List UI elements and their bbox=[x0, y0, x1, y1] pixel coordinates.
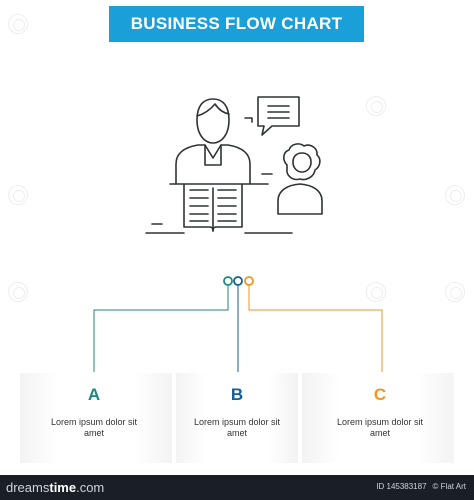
connector-dot-c bbox=[244, 276, 254, 286]
connector-dot-b bbox=[233, 276, 243, 286]
speech-bubble-icon bbox=[244, 96, 300, 136]
footer-id: ID 145383187 © Flat Art bbox=[376, 482, 466, 491]
flow-connector bbox=[93, 276, 383, 372]
watermark-icon bbox=[366, 282, 386, 302]
chart-title: BUSINESS FLOW CHART bbox=[130, 14, 343, 33]
watermark-icon bbox=[8, 282, 28, 302]
step-panel-a bbox=[20, 373, 172, 463]
desk bbox=[145, 173, 293, 234]
watermark-icon bbox=[445, 282, 465, 302]
connector-a bbox=[93, 285, 229, 372]
logo-light: dreams bbox=[6, 480, 50, 495]
image-id: ID 145383187 bbox=[376, 482, 427, 491]
teacher-figure bbox=[175, 98, 251, 185]
step-b-text: Lorem ipsum dolor sit amet bbox=[193, 417, 281, 438]
title-banner: BUSINESS FLOW CHART bbox=[109, 6, 364, 42]
watermark-icon bbox=[366, 96, 386, 116]
student-figure bbox=[277, 143, 323, 215]
step-a-text: Lorem ipsum dolor sit amet bbox=[50, 417, 138, 438]
teacher-student-chat-icon bbox=[145, 96, 323, 234]
credit: © Flat Art bbox=[432, 482, 466, 491]
footer-bar: dreamstime.com ID 145383187 © Flat Art bbox=[0, 475, 474, 500]
connector-dot-a bbox=[223, 276, 233, 286]
step-panel-b bbox=[176, 373, 298, 463]
watermark-icon bbox=[445, 185, 465, 205]
logo-bold: time bbox=[49, 480, 77, 495]
step-c-letter: C bbox=[373, 385, 387, 404]
step-panel-c bbox=[302, 373, 454, 463]
watermark-icon bbox=[8, 185, 28, 205]
watermark-icon bbox=[8, 14, 28, 34]
step-a-letter: A bbox=[87, 385, 101, 404]
footer-logo[interactable]: dreamstime.com bbox=[6, 480, 104, 495]
connector-c bbox=[248, 285, 383, 372]
book-icon bbox=[183, 183, 243, 232]
step-c-text: Lorem ipsum dolor sit amet bbox=[336, 417, 424, 438]
logo-suffix: .com bbox=[76, 480, 105, 495]
step-b-letter: B bbox=[230, 385, 244, 404]
